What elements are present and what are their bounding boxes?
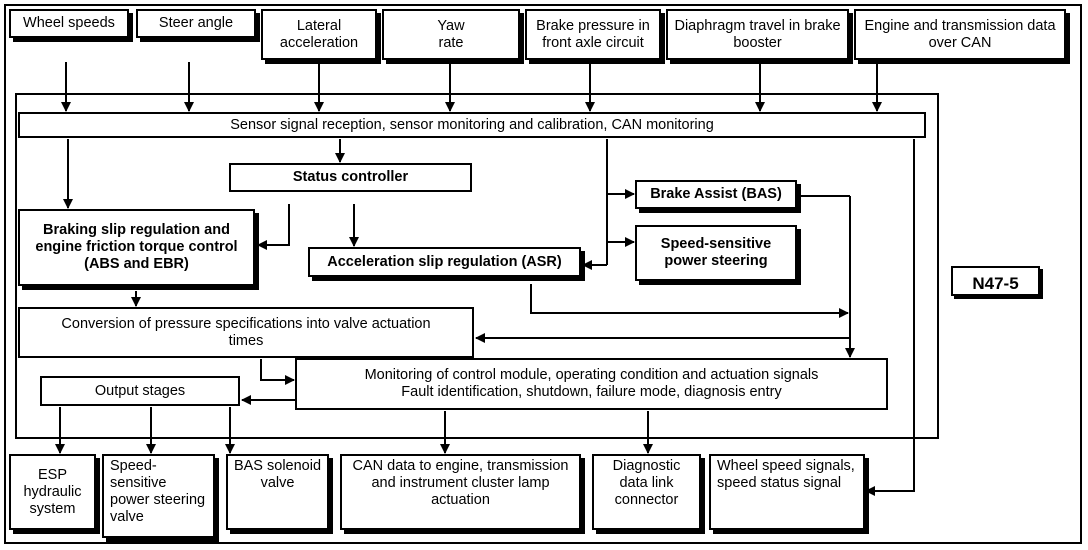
input-diaphragm-travel-label: Diaphragm travel in brake booster: [674, 17, 841, 51]
input-engine-can: Engine and transmission data over CAN: [854, 9, 1066, 60]
output-steering-valve-label: Speed-sensitive power steering valve: [110, 458, 206, 525]
output-diagnostic-connector-label: Diagnostic data link connector: [612, 458, 681, 508]
pressure-conversion-block: Conversion of pressure specifications in…: [18, 307, 474, 358]
asr-block: Acceleration slip regulation (ASR): [308, 247, 581, 277]
module-label: N47-5: [972, 274, 1019, 293]
output-wheel-speed-signals: Wheel speed signals, speed status signal: [709, 454, 865, 530]
input-yaw-rate-label: Yaw rate: [437, 17, 465, 51]
input-brake-pressure-label: Brake pressure in front axle circuit: [536, 17, 650, 51]
sensor-reception-block: Sensor signal reception, sensor monitori…: [18, 112, 926, 138]
input-brake-pressure: Brake pressure in front axle circuit: [525, 9, 661, 60]
status-controller-block: Status controller: [229, 163, 472, 192]
output-stages-block: Output stages: [40, 376, 240, 406]
asr-label: Acceleration slip regulation (ASR): [327, 253, 562, 270]
pressure-conversion-label: Conversion of pressure specifications in…: [61, 315, 431, 349]
bas-block: Brake Assist (BAS): [635, 180, 797, 209]
output-diagnostic-connector: Diagnostic data link connector: [592, 454, 701, 530]
power-steering-label: Speed-sensitive power steering: [660, 236, 772, 269]
power-steering-block: Speed-sensitive power steering: [635, 225, 797, 281]
braking-slip-label: Braking slip regulation and engine frict…: [35, 222, 238, 272]
input-yaw-rate: Yaw rate: [382, 9, 520, 60]
input-wheel-speeds-label: Wheel speeds: [23, 15, 115, 31]
input-diaphragm-travel: Diaphragm travel in brake booster: [666, 9, 849, 60]
input-steer-angle: Steer angle: [136, 9, 256, 38]
status-controller-label: Status controller: [292, 169, 409, 185]
output-stages-label: Output stages: [94, 382, 186, 399]
output-esp-hydraulic-label: ESP hydraulic system: [23, 466, 82, 517]
monitoring-block: Monitoring of control module, operating …: [295, 358, 888, 410]
input-lateral-acceleration: Lateral acceleration: [261, 9, 377, 60]
input-engine-can-label: Engine and transmission data over CAN: [864, 17, 1056, 51]
monitoring-label: Monitoring of control module, operating …: [364, 367, 819, 400]
output-steering-valve: Speed-sensitive power steering valve: [102, 454, 215, 538]
input-steer-angle-label: Steer angle: [158, 15, 234, 31]
braking-slip-block: Braking slip regulation and engine frict…: [18, 209, 255, 286]
output-can-data: CAN data to engine, transmission and ins…: [340, 454, 581, 530]
outer-frame: [4, 4, 1082, 544]
sensor-reception-label: Sensor signal reception, sensor monitori…: [230, 116, 714, 133]
module-label-tag: N47-5: [951, 266, 1040, 296]
output-bas-valve: BAS solenoid valve: [226, 454, 329, 530]
bas-label: Brake Assist (BAS): [650, 186, 782, 202]
output-can-data-label: CAN data to engine, transmission and ins…: [352, 458, 569, 508]
output-bas-valve-label: BAS solenoid valve: [233, 458, 322, 491]
output-esp-hydraulic: ESP hydraulic system: [9, 454, 96, 530]
control-module-frame: [15, 93, 939, 439]
input-lateral-acceleration-label: Lateral acceleration: [279, 17, 359, 51]
output-wheel-speed-signals-label: Wheel speed signals, speed status signal: [717, 458, 855, 491]
input-wheel-speeds: Wheel speeds: [9, 9, 129, 38]
